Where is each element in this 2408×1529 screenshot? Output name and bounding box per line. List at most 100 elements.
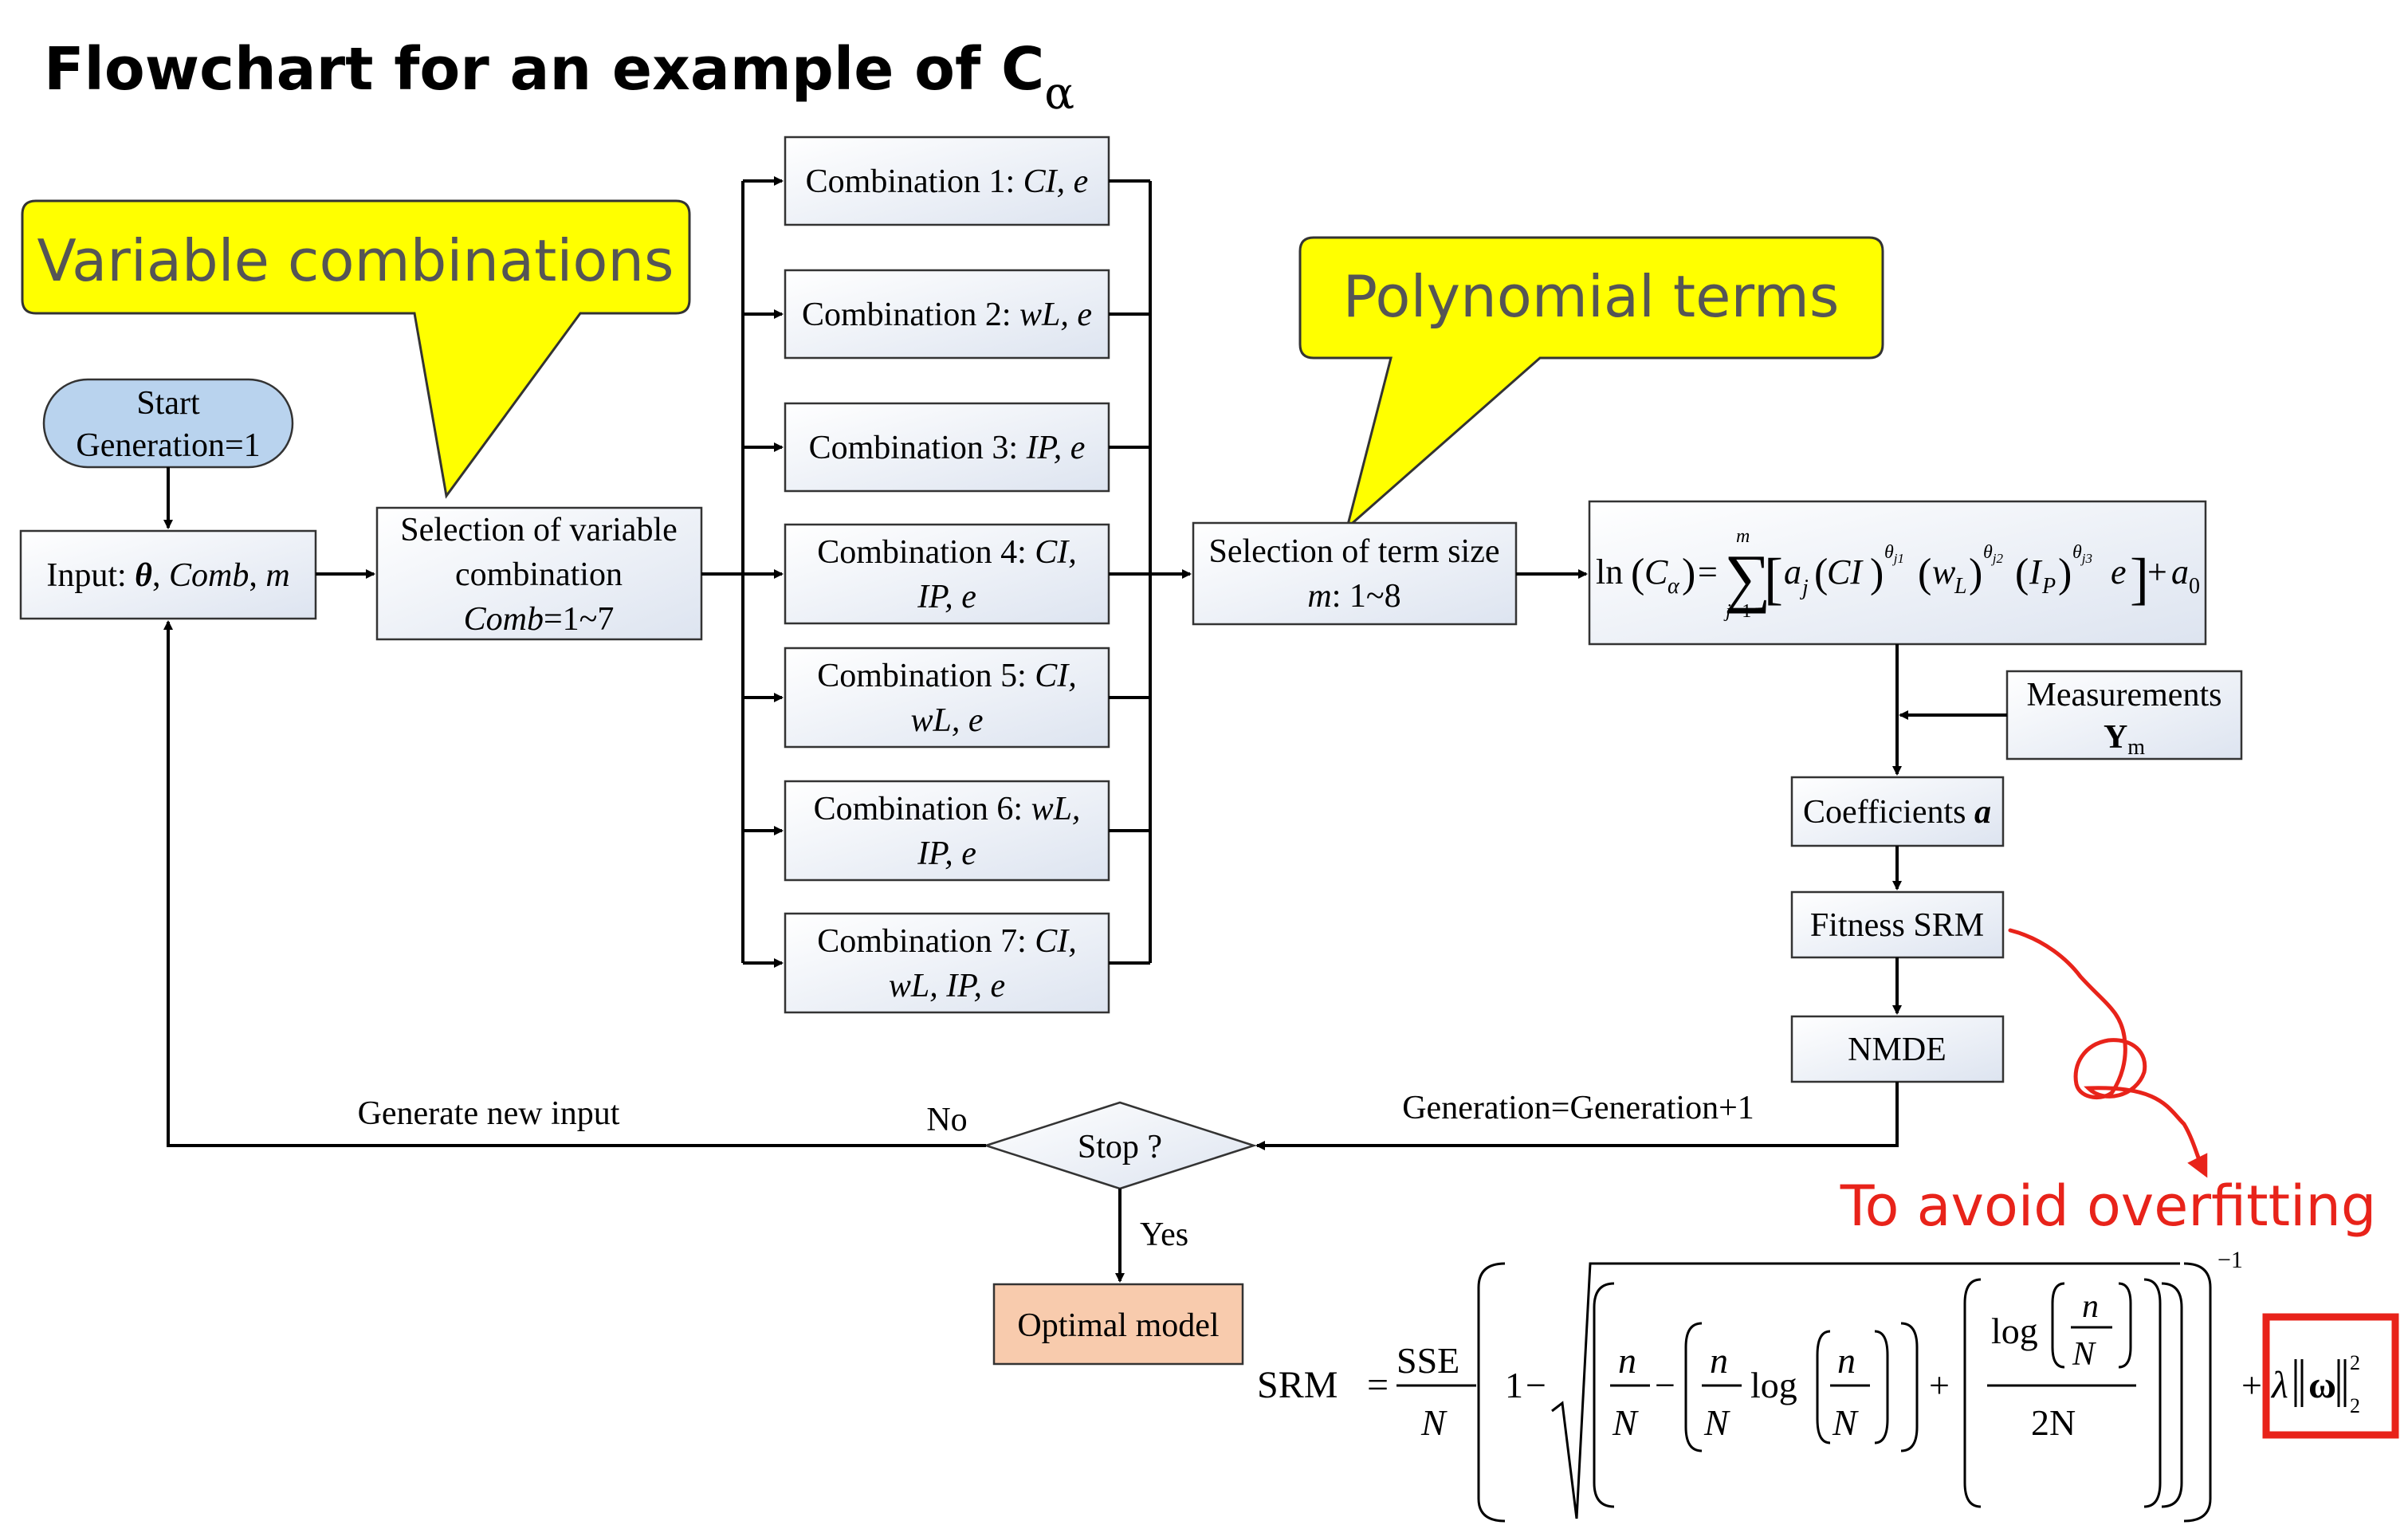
svg-text:j: j [1800,576,1809,600]
start-label: Start [136,385,200,422]
start-generation-label: Generation=1 [76,427,260,464]
polynomial-terms-callout [1298,236,1884,532]
measurements-symbol: Ym [2104,719,2145,760]
svg-text:N: N [1703,1402,1730,1443]
overfitting-arrow [2008,928,2208,1178]
svg-text:n: n [1618,1340,1636,1381]
svg-text:log: log [1991,1311,2038,1351]
svg-text:ω: ω [2308,1364,2336,1406]
coefficients-box [1790,776,2005,847]
stop-decision [982,1101,1258,1190]
svg-text:I: I [2029,552,2043,592]
stop-label: Stop ? [1078,1129,1162,1165]
svg-text:n: n [1837,1340,1856,1381]
svg-text:θj1: θj1 [1884,542,1904,566]
svg-text:(: ( [1631,551,1644,596]
svg-text:P: P [2041,574,2056,599]
yes-label: Yes [1140,1217,1188,1253]
combination-3-box: Combination 3: IP, e [784,402,1110,493]
selection-variable-line1: Selection of variable [400,512,678,548]
svg-text:L: L [1954,574,1967,599]
svg-text:Combination 1: CI, e: Combination 1: CI, e [806,163,1089,200]
svg-text:]: ] [2130,547,2149,611]
svg-text:−: − [1655,1365,1675,1405]
variable-combinations-callout [21,199,691,499]
svg-text:[: [ [1764,547,1783,611]
svg-text:α: α [1668,574,1680,599]
svg-text:Combination 4: CI,: Combination 4: CI, [817,534,1077,571]
regularization-highlight [2262,1313,2399,1439]
svg-text:Combination 7: CI,: Combination 7: CI, [817,923,1077,960]
svg-text:): ) [1870,551,1884,596]
svg-text:θj3: θj3 [2072,542,2092,566]
measurements-label: Measurements [2027,677,2222,713]
svg-text:e: e [2111,552,2127,592]
svg-text:Combination 2: wL, e: Combination 2: wL, e [802,297,1092,333]
variable-combinations-text: Variable combinations [37,227,674,294]
svg-text:IP, e: IP, e [917,835,976,872]
fitness-srm-label: Fitness SRM [1810,907,1984,944]
svg-text:Combination 3: IP, e: Combination 3: IP, e [809,430,1086,466]
svg-text:): ) [1682,551,1695,596]
polynomial-equation: ln ( C α ) = m ∑ j=1 [ a j ( CI ) θj1 ( … [1596,526,2200,622]
selection-term-line1: Selection of term size [1208,533,1499,570]
combination-7-box: Combination 7: CI, wL, IP, e [784,912,1110,1014]
page-title: Flowchart for an example of Cα [44,35,1074,120]
svg-text:(: ( [1814,551,1828,596]
svg-text:N: N [1832,1402,1859,1443]
svg-text:C: C [1644,552,1668,592]
svg-text:2N: 2N [2031,1402,2076,1443]
generate-new-input-label: Generate new input [358,1095,620,1132]
svg-text:+: + [1929,1365,1950,1405]
selection-variable-box [375,506,703,641]
input-box [19,529,317,620]
optimal-model-box [992,1283,1244,1366]
combination-5-box: Combination 5: CI, wL, e [784,647,1110,749]
svg-text:+: + [2147,552,2167,592]
svg-text:SSE: SSE [1396,1340,1459,1381]
svg-text:CI: CI [1827,552,1864,592]
optimal-model-label: Optimal model [1017,1307,1219,1344]
svg-text:1: 1 [1505,1365,1523,1405]
svg-text:SRM: SRM [1257,1364,1338,1406]
svg-text:2: 2 [2350,1394,2360,1417]
input-label: Input: θ, Comb, m [46,557,289,594]
svg-text:θj2: θj2 [1983,542,2004,566]
svg-text:Combination 5: CI,: Combination 5: CI, [817,658,1077,694]
combination-2-box: Combination 2: wL, e [784,269,1110,360]
svg-text:wL, IP, e: wL, IP, e [889,968,1005,1004]
svg-text:): ) [1969,551,1982,596]
svg-text:−1: −1 [2217,1247,2243,1273]
avoid-overfitting-label: To avoid overfitting [1840,1173,2377,1239]
svg-text:IP, e: IP, e [917,579,976,615]
combination-4-box: Combination 4: CI, IP, e [784,523,1110,625]
svg-text:N: N [1612,1402,1639,1443]
nmde-label: NMDE [1848,1032,1946,1068]
no-label: No [926,1102,967,1138]
svg-text:n: n [2082,1288,2099,1325]
svg-text:−: − [1526,1365,1546,1405]
svg-text:2: 2 [2350,1351,2360,1374]
srm-formula: SRM = SSE N 1 − n N − n N log n N + log … [1257,1247,2360,1523]
svg-text:∑: ∑ [1724,541,1770,614]
svg-text:=: = [1367,1364,1389,1406]
generation-update-label: Generation=Generation+1 [1402,1090,1754,1126]
svg-text:Combination 6: wL,: Combination 6: wL, [814,791,1081,827]
svg-text:(: ( [2015,551,2029,596]
combination-1-box: Combination 1: CI, e [784,136,1110,226]
selection-variable-line3: Comb=1~7 [464,601,615,638]
svg-text:m: m [1736,526,1750,547]
svg-text:0: 0 [2189,574,2200,599]
svg-text:a: a [1784,552,1801,592]
svg-text:j=1: j=1 [1723,601,1751,622]
svg-text:+: + [2241,1365,2262,1405]
svg-text:ln: ln [1596,552,1623,592]
combination-6-box: Combination 6: wL, IP, e [784,780,1110,882]
selection-variable-line2: combination [455,556,623,593]
equation-box [1588,500,2207,646]
connectors [163,176,2007,1283]
svg-text:a: a [2171,552,2189,592]
svg-text:n: n [1710,1340,1728,1381]
